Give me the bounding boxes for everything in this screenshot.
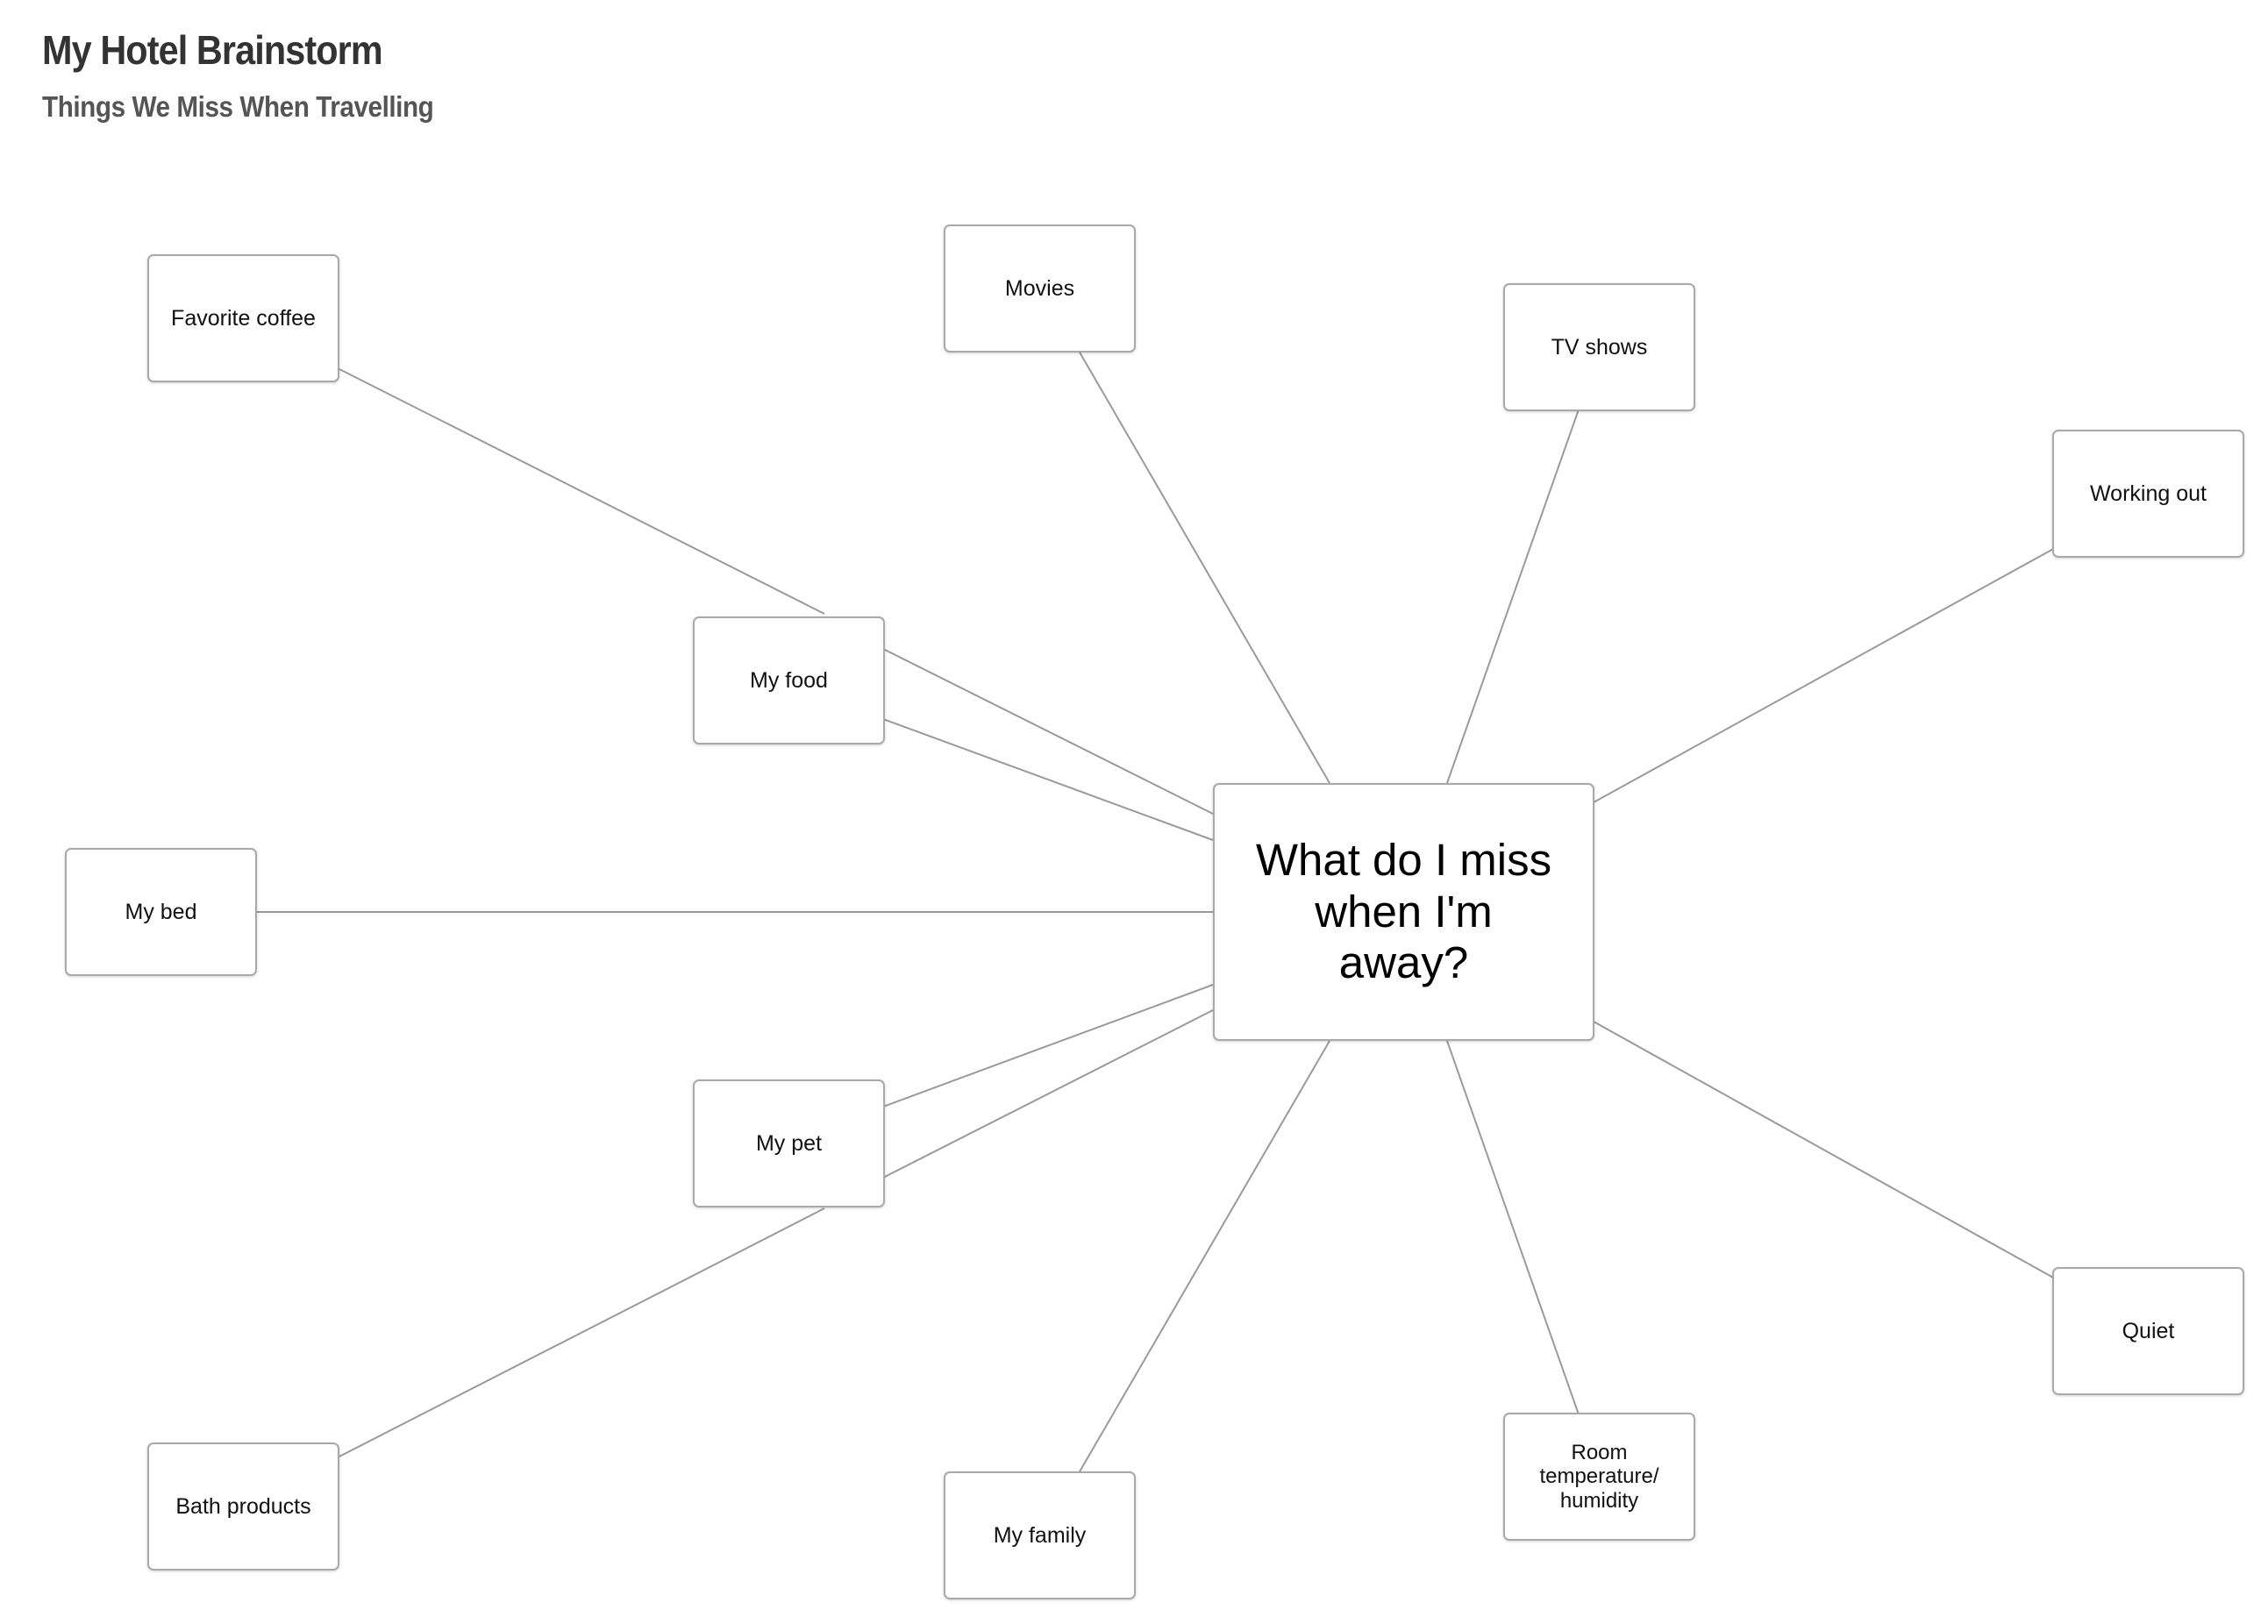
- node-bath-products[interactable]: Bath products: [147, 1442, 339, 1571]
- node-my-pet[interactable]: My pet: [693, 1079, 885, 1207]
- connector-tv-shows: [1446, 409, 1580, 784]
- node-working-out-label: Working out: [2090, 481, 2207, 506]
- node-bath-products-label: Bath products: [175, 1494, 311, 1519]
- connector-my-family: [1078, 1040, 1330, 1474]
- connector-room-temperature: [1446, 1040, 1580, 1415]
- node-favorite-coffee-label: Favorite coffee: [171, 306, 316, 331]
- node-my-family[interactable]: My family: [944, 1471, 1136, 1599]
- node-quiet[interactable]: Quiet: [2052, 1267, 2244, 1395]
- connector-bath-products: [337, 1207, 825, 1458]
- node-my-bed-label: My bed: [125, 900, 197, 924]
- node-movies[interactable]: Movies: [944, 224, 1136, 353]
- node-favorite-coffee[interactable]: Favorite coffee: [147, 254, 339, 382]
- connector-working-out: [1593, 547, 2056, 803]
- node-room-temperature-humidity-label: Room temperature/ humidity: [1539, 1440, 1659, 1513]
- connector-favorite-coffee: [337, 367, 825, 615]
- node-my-food-label: My food: [750, 668, 828, 693]
- node-my-family-label: My family: [993, 1523, 1087, 1548]
- connector-my-food-top: [882, 648, 1214, 815]
- node-tv-shows-label: TV shows: [1551, 335, 1648, 360]
- central-topic-label: What do I miss when I'm away?: [1255, 835, 1552, 988]
- node-room-temperature-humidity[interactable]: Room temperature/ humidity: [1503, 1413, 1695, 1541]
- connector-my-pet-top: [882, 984, 1214, 1108]
- page-subtitle: Things We Miss When Travelling: [42, 90, 434, 123]
- node-tv-shows[interactable]: TV shows: [1503, 283, 1695, 411]
- node-my-pet-label: My pet: [755, 1131, 823, 1156]
- central-topic-node[interactable]: What do I miss when I'm away?: [1213, 783, 1594, 1041]
- node-my-bed[interactable]: My bed: [65, 848, 257, 976]
- node-quiet-label: Quiet: [2122, 1319, 2175, 1343]
- connector-quiet: [1593, 1021, 2056, 1279]
- node-working-out[interactable]: Working out: [2052, 430, 2244, 558]
- connector-my-food-bottom: [882, 718, 1214, 841]
- node-movies-label: Movies: [1004, 276, 1075, 301]
- page-title: My Hotel Brainstorm: [42, 27, 383, 73]
- node-my-food[interactable]: My food: [693, 616, 885, 744]
- connector-movies: [1078, 350, 1330, 784]
- connector-my-pet-bottom: [882, 1009, 1214, 1179]
